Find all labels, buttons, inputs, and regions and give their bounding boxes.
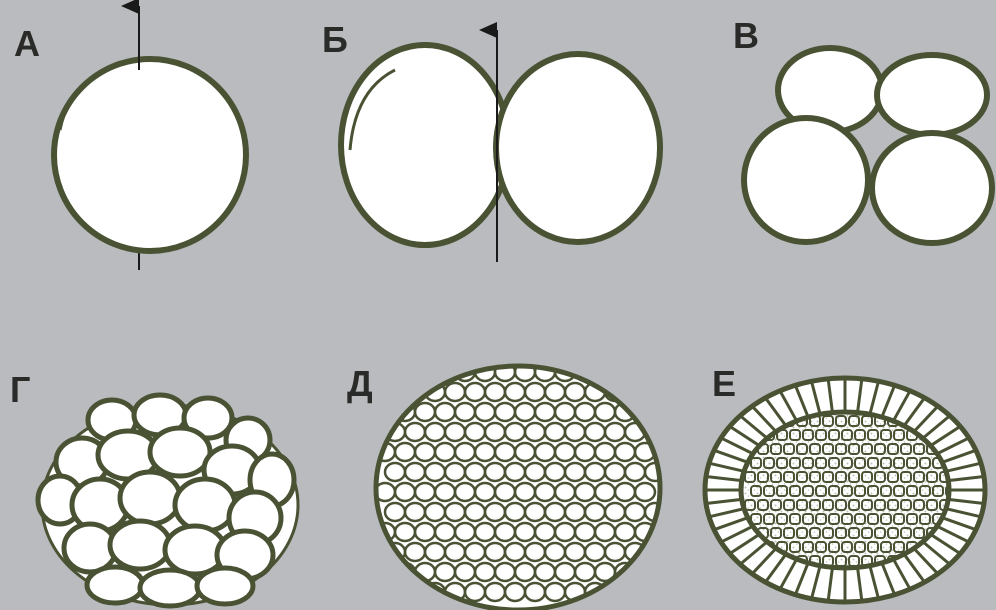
blastula-cell [385,383,405,401]
blastula-cell [385,583,405,601]
blastomere-top-right [877,55,987,135]
panel-f-blastula-section [705,378,985,602]
panel-b-two-cell [341,30,660,262]
blastula-cell [625,583,645,601]
blastula-cell [645,583,665,601]
blastula-cell [405,383,425,401]
blastula-cell [625,383,645,401]
panel-e-blastula-surface [375,363,665,610]
blastula-cell [645,543,665,561]
blastomere-bottom-left [744,118,868,242]
blastomere-bottom-right [872,133,992,243]
blastomere-right [496,54,660,242]
morula-cell [120,472,180,524]
blastula-cell [615,363,635,381]
blastula-cell [605,583,625,601]
morula-cell [87,567,143,603]
morula-cell [197,568,253,604]
panel-c-four-cell [744,48,992,243]
blastula-cell [395,363,415,381]
blastomere-left [341,45,509,245]
panel-a-zygote [54,6,246,270]
blastula-cell [595,363,615,381]
blastula-cell [645,383,665,401]
morula-cell [175,479,235,531]
panel-d-multicell [38,395,298,606]
blastula-cell [635,363,655,381]
blastula-cell [635,403,655,421]
morula-cell [140,570,200,606]
blastula-cell [405,583,425,601]
morula-cell [110,521,170,569]
blastula-cell [415,363,435,381]
blastula-cell [375,563,395,581]
zygote-cell [54,59,246,251]
blastula-cell [375,403,395,421]
blastula-cell [635,563,655,581]
morula-cell [150,428,210,476]
blastula-cell [375,363,395,381]
